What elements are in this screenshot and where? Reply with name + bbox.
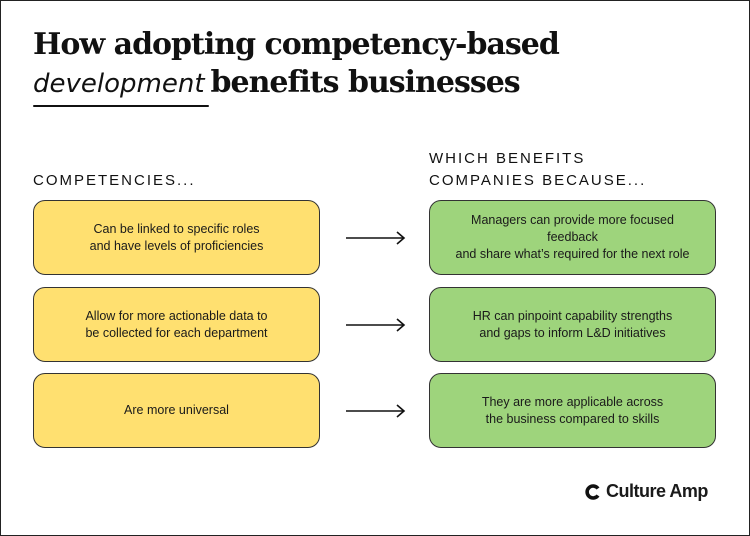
competencies-heading: COMPETENCIES... [33,172,196,189]
arrow-right-icon [346,231,406,245]
box-text: be collected for each department [85,325,268,340]
benefits-heading: WHICH BENEFITS COMPANIES BECAUSE... [429,148,646,192]
box-text: and share what’s required for the next r… [455,247,690,261]
box-text: Are more universal [124,403,229,417]
page-title: How adopting competency-based developmen… [33,26,560,107]
benefit-box-3: They are more applicable across the busin… [429,373,716,448]
benefits-heading-line-2: COMPANIES BECAUSE... [429,172,647,189]
box-text: Can be linked to specific roles [93,221,260,236]
culture-amp-logo-icon [585,483,600,500]
box-text: Managers can provide more focused feedba… [471,213,674,244]
title-line-2-rest: benefits businesses [210,65,521,100]
box-text: Allow for more actionable data to [85,308,268,323]
logo-text: Culture Amp [606,481,708,501]
box-text: and have levels of proficiencies [89,238,264,253]
title-handwritten-word: development [33,65,209,107]
benefit-box-1: Managers can provide more focused feedba… [429,200,716,275]
competency-box-3: Are more universal [33,373,320,448]
arrow-right-icon [346,318,406,332]
arrow-right-icon [346,404,406,418]
box-text: the business compared to skills [485,411,660,426]
box-text: and gaps to inform L&D initiatives [479,325,666,340]
box-text: They are more applicable across [481,394,664,409]
benefit-box-2: HR can pinpoint capability strengths and … [429,287,716,362]
culture-amp-logo: Culture Amp [585,481,708,502]
box-text: HR can pinpoint capability strengths [472,308,673,323]
competency-box-2: Allow for more actionable data to be coll… [33,287,320,362]
title-line-1: How adopting competency-based [33,27,560,62]
competency-box-1: Can be linked to specific roles and have … [33,200,320,275]
benefits-heading-line-1: WHICH BENEFITS [429,150,586,167]
